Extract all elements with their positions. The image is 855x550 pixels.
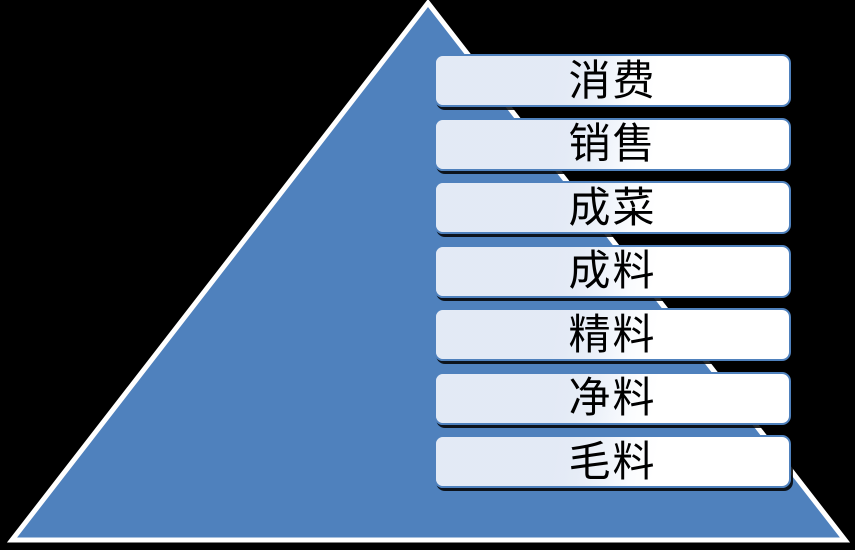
- level-label: 净料: [568, 373, 657, 422]
- level-label: 毛料: [568, 436, 657, 486]
- pyramid-level-net-material[interactable]: 净料: [434, 371, 791, 425]
- pyramid-level-finished-dish[interactable]: 成菜: [434, 181, 791, 234]
- pyramid-level-sales[interactable]: 销售: [434, 117, 791, 171]
- level-label: 消费: [568, 55, 657, 105]
- level-label: 精料: [568, 309, 657, 359]
- pyramid-level-consumption[interactable]: 消费: [434, 54, 791, 107]
- level-label: 销售: [568, 119, 657, 168]
- level-label: 成菜: [568, 182, 657, 232]
- pyramid-level-raw-material[interactable]: 毛料: [434, 435, 791, 488]
- level-label: 成料: [568, 246, 657, 295]
- pyramid-level-finished-material[interactable]: 成料: [434, 244, 791, 298]
- pyramid-level-list: 消费 销售 成菜 成料 精料 净料 毛料: [434, 54, 791, 488]
- pyramid-level-refined-material[interactable]: 精料: [434, 308, 791, 361]
